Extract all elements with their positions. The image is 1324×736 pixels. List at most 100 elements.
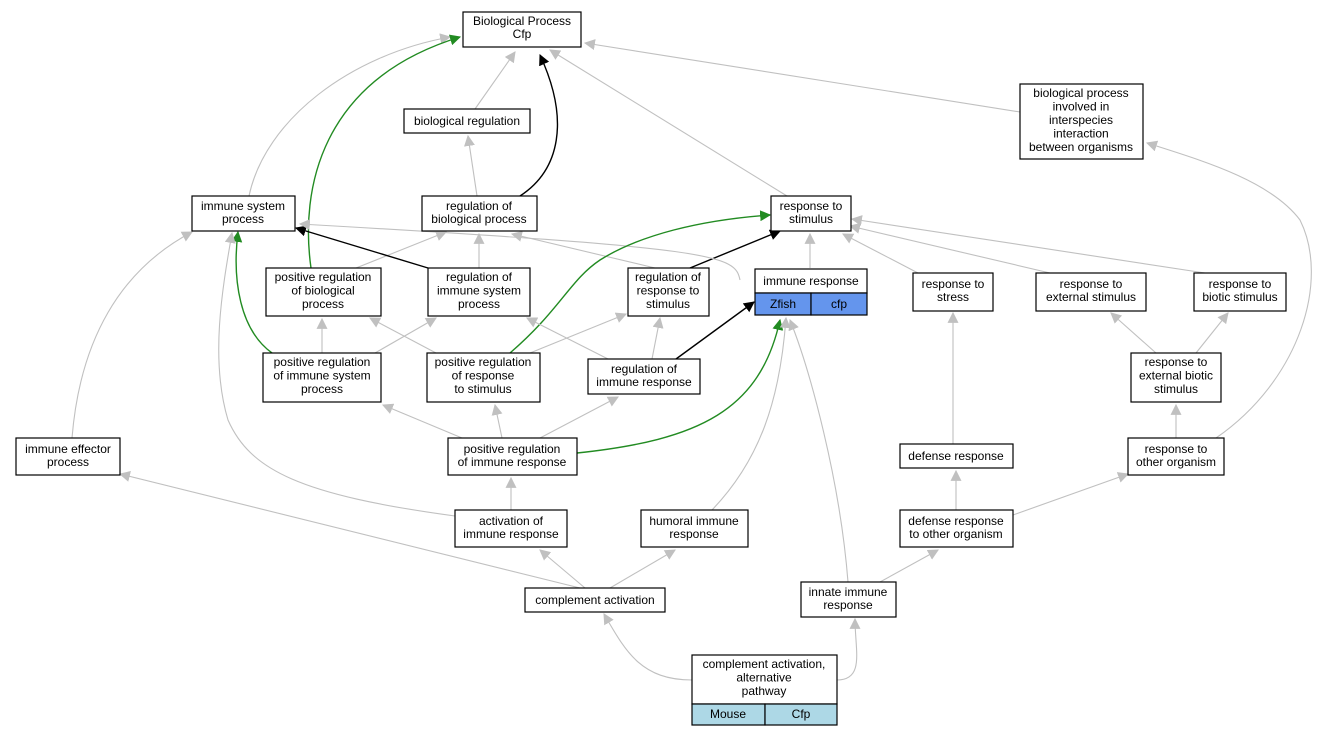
node-line: regulation of xyxy=(635,270,702,284)
edge-bioreg-to-bp xyxy=(474,51,516,110)
svg-text:complement activation: complement activation xyxy=(535,593,654,607)
node-line: pathway xyxy=(742,684,787,698)
node-immune-response[interactable]: immune response xyxy=(754,268,868,294)
node-line: between organisms xyxy=(1029,140,1133,154)
edge-biotic-to-rts xyxy=(850,215,1206,274)
cell-alt-pathway-cfp: Cfp xyxy=(764,703,838,726)
node-line: complement activation, xyxy=(703,657,826,671)
edge-rir-to-rrts xyxy=(651,316,664,360)
node-line: Biological Process xyxy=(473,14,571,28)
node-line: innate immune xyxy=(809,585,888,599)
node-line: of immune response xyxy=(458,455,567,469)
node-line: response to xyxy=(1145,442,1208,456)
node-line: complement activation xyxy=(535,593,654,607)
node-line: of response xyxy=(452,369,515,383)
cell-label: cfp xyxy=(831,297,847,311)
edge-prrts-to-prbp xyxy=(369,317,437,354)
node-line: process xyxy=(301,382,343,396)
node-biological-regulation[interactable]: biological regulation xyxy=(403,108,531,134)
node-line: response to xyxy=(1060,277,1123,291)
edge-rto-to-interspecies xyxy=(1145,140,1312,439)
edge-droo-to-rto xyxy=(1012,472,1130,516)
node-line: biotic stimulus xyxy=(1202,290,1277,304)
edge-air-to-isp xyxy=(218,231,456,517)
cell-label: Mouse xyxy=(710,707,746,721)
node-line: response to xyxy=(1209,277,1272,291)
edge-rbp-to-bp xyxy=(519,54,559,197)
edge-cap-to-iir xyxy=(836,617,861,681)
edge-prir-to-rir xyxy=(539,396,619,439)
node-line: positive regulation xyxy=(274,355,371,369)
species-cell xyxy=(764,703,838,726)
edge-prir-to-ir xyxy=(576,318,784,454)
edge-interspecies-to-bp xyxy=(583,39,1021,113)
edge-rbp-to-bioreg xyxy=(464,134,478,197)
node-line: alternative xyxy=(736,671,792,685)
edge-prrts-to-rrts xyxy=(529,312,628,354)
svg-text:defense response: defense response xyxy=(908,449,1004,463)
svg-text:biological regulation: biological regulation xyxy=(414,114,520,128)
edge-layer xyxy=(71,33,1312,681)
node-line: positive regulation xyxy=(464,442,561,456)
cell-label: Zfish xyxy=(770,297,796,311)
node-line: stress xyxy=(937,290,969,304)
species-cell xyxy=(810,292,868,316)
node-line: immune response xyxy=(763,274,859,288)
edge-rrts-to-rts xyxy=(689,229,782,269)
node-defense-response[interactable]: defense response xyxy=(899,443,1014,469)
edge-iir-to-ir xyxy=(788,318,849,583)
cell-alt-pathway-mouse: Mouse xyxy=(691,703,766,726)
edge-rts-to-bp xyxy=(549,49,788,197)
edge-cap-to-ca xyxy=(603,613,693,681)
edge-prbp-to-rbp xyxy=(355,230,448,269)
node-line: response to xyxy=(922,277,985,291)
node-line: of immune system xyxy=(273,369,370,383)
edge-rir-to-ir xyxy=(675,301,755,360)
node-line: immune system xyxy=(437,284,521,298)
node-complement-activation[interactable]: complement activation xyxy=(524,587,666,613)
edge-rir-to-risp xyxy=(526,317,609,360)
edge-rebs-to-ext xyxy=(1110,312,1157,354)
node-line: Cfp xyxy=(513,27,532,41)
node-line: interspecies xyxy=(1049,113,1113,127)
edge-ca-to-air xyxy=(539,549,586,589)
edge-prbp-to-bp xyxy=(307,34,462,269)
